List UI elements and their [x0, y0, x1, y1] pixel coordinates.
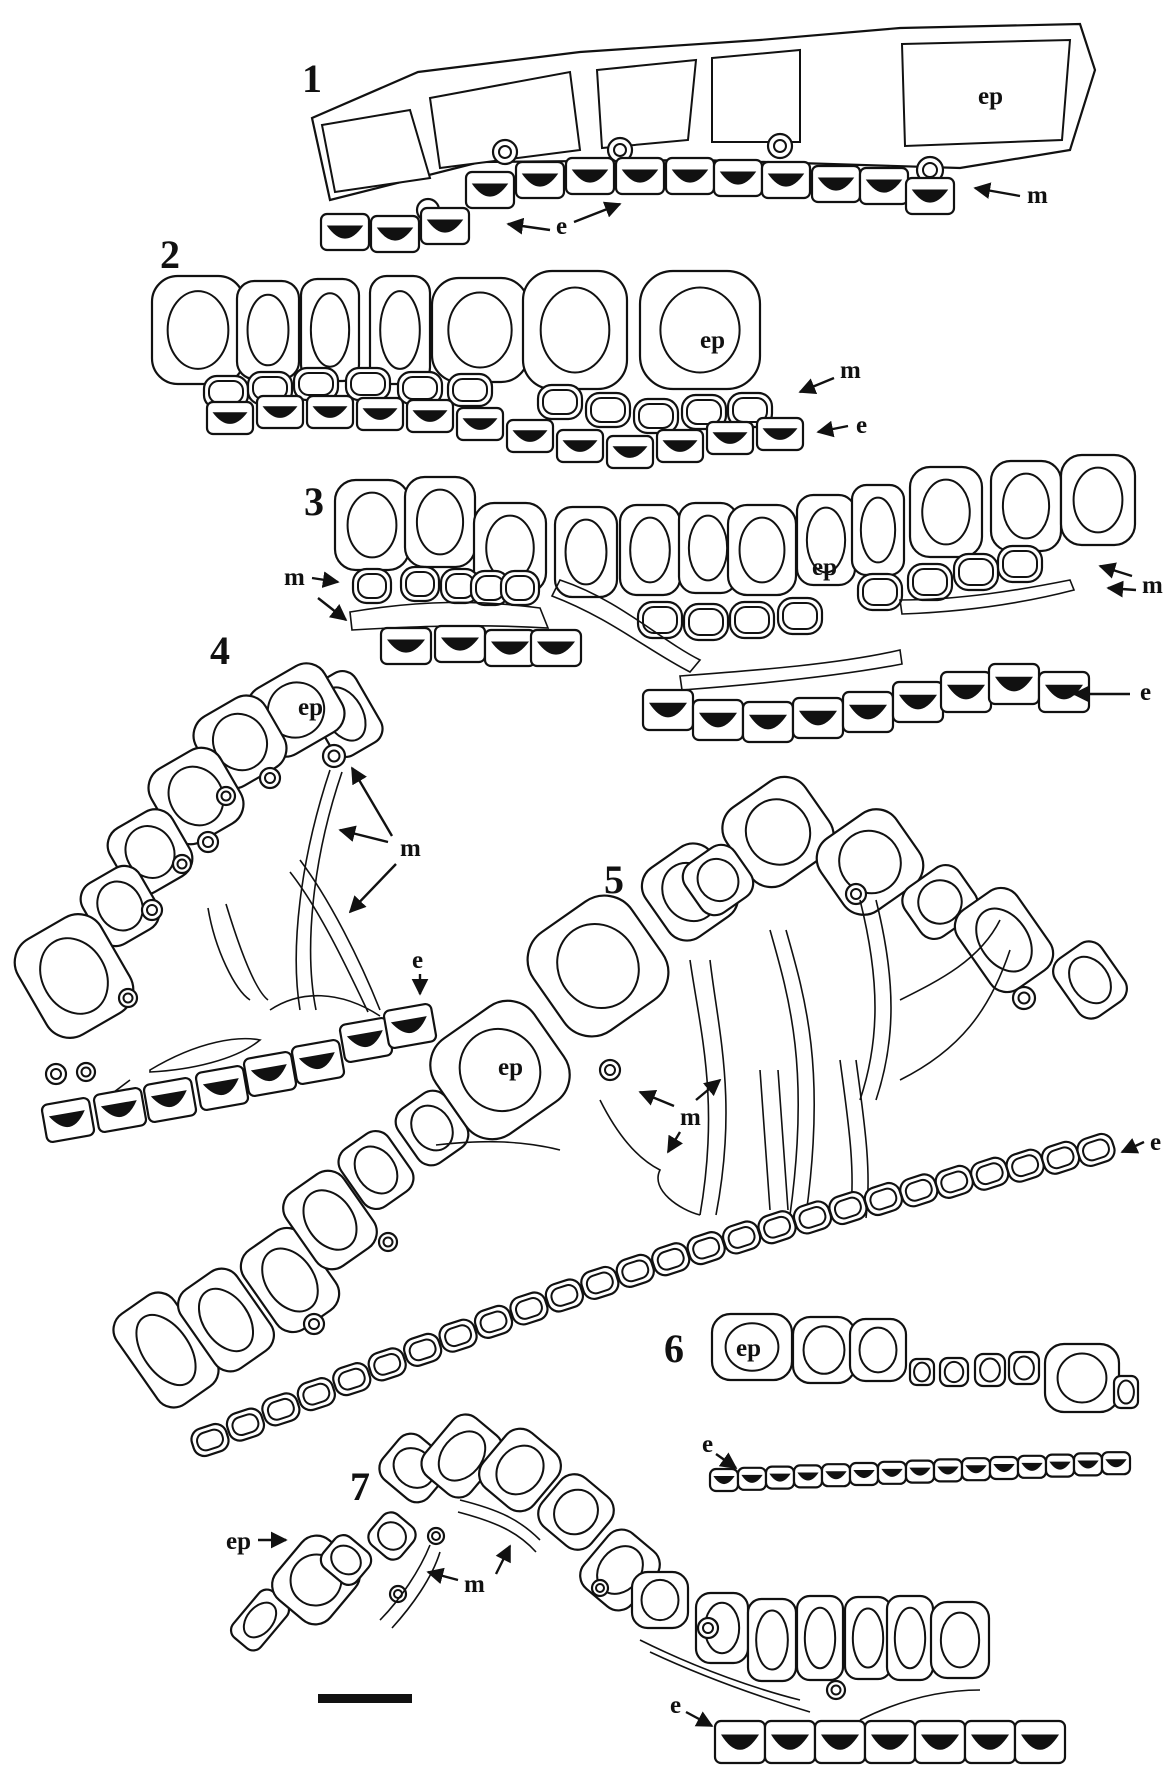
panel-2: 2 ep m e	[152, 232, 867, 468]
panel-6-ep-label: ep	[736, 1335, 761, 1362]
panel-3-endodermis	[381, 626, 1089, 742]
panel-7-number: 7	[350, 1464, 370, 1509]
panel-5-ep-label: ep	[498, 1054, 523, 1081]
panel-7-e-label: e	[670, 1692, 681, 1719]
panel-7-m-label: m	[464, 1571, 485, 1598]
panel-6-endodermis	[710, 1452, 1130, 1491]
panel-6: 6 ep e	[664, 1314, 1138, 1491]
panel-7-ep-label: ep	[226, 1528, 251, 1555]
panel-1-m-label: m	[1027, 182, 1048, 209]
panel-3-e-label: e	[1140, 679, 1151, 706]
panel-7-epidermis	[227, 1408, 989, 1699]
panel-2-e-label: e	[856, 412, 867, 439]
panel-4-e-label: e	[412, 947, 423, 974]
panel-1-number: 1	[302, 56, 322, 101]
panel-2-ep-label: ep	[700, 327, 725, 354]
panel-5-e-label: e	[1150, 1129, 1161, 1156]
panel-4-ep-label: ep	[298, 694, 323, 721]
panel-1-ep-label: ep	[978, 83, 1003, 110]
panel-5: 5 ep m e	[106, 767, 1161, 1459]
panel-4-m-label: m	[400, 835, 421, 862]
panel-4-epidermis	[5, 656, 388, 1084]
panel-6-number: 6	[664, 1326, 684, 1371]
panel-3-m-right-label: m	[1142, 572, 1163, 599]
panel-4-number: 4	[210, 628, 230, 673]
panel-4: 4 ep m e	[5, 628, 437, 1143]
panel-3-ep-label: ep	[812, 554, 837, 581]
panel-1: 1 ep m e	[302, 24, 1095, 252]
panel-7-endodermis	[715, 1721, 1065, 1763]
panel-2-epidermis	[152, 271, 760, 389]
panel-6-epidermis	[712, 1314, 1138, 1412]
panel-6-e-label: e	[702, 1431, 713, 1458]
scale-bar	[318, 1694, 412, 1703]
panel-1-e-label: e	[556, 213, 567, 240]
panel-2-number: 2	[160, 232, 180, 277]
panel-3: 3 ep m m e	[284, 455, 1163, 742]
panel-3-m-left-label: m	[284, 564, 305, 591]
panel-5-m-label: m	[680, 1104, 701, 1131]
panel-2-m-label: m	[840, 357, 861, 384]
panel-3-number: 3	[304, 479, 324, 524]
